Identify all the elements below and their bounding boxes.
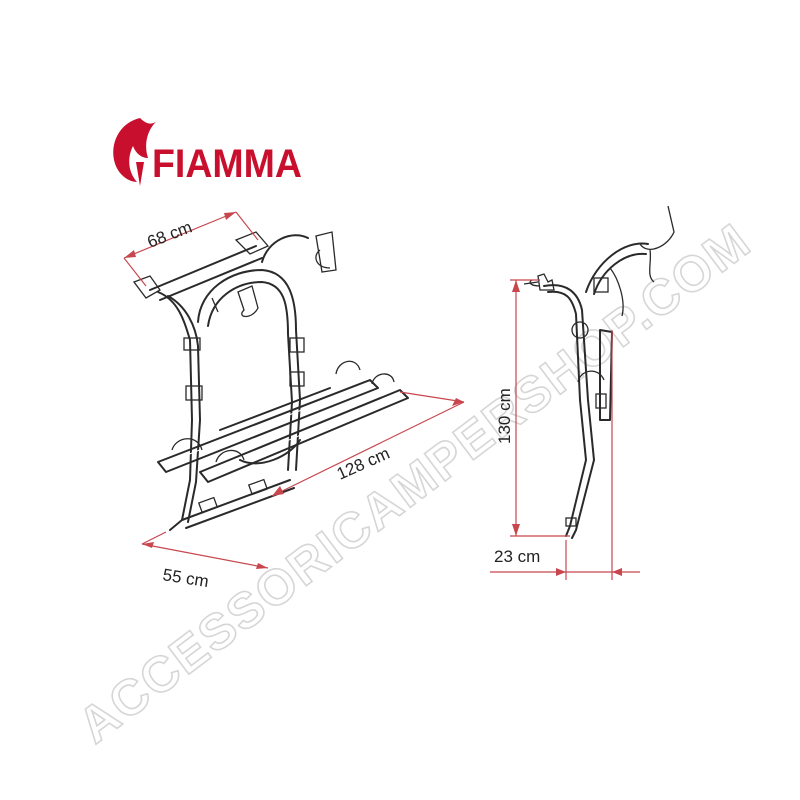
fiamma-logo: FIAMMA [113, 118, 302, 186]
dimension-label-depth: 23 cm [494, 547, 540, 566]
dimension-label-width-bottom: 55 cm [161, 565, 210, 591]
dimension-label-width-top: 68 cm [145, 217, 195, 251]
dimension-width-top: 68 cm [123, 211, 259, 287]
logo-text: FIAMMA [152, 142, 302, 186]
bike-carrier-front-view [132, 231, 409, 531]
flame-icon [113, 118, 158, 186]
dimension-label-height: 130 cm [495, 388, 514, 444]
dimension-height: 130 cm [495, 279, 570, 537]
watermark-text: ACCESSORICAMPERSHOP.COM [68, 212, 761, 754]
bike-carrier-side-view [523, 205, 675, 539]
dimension-depth: 23 cm [490, 330, 640, 580]
